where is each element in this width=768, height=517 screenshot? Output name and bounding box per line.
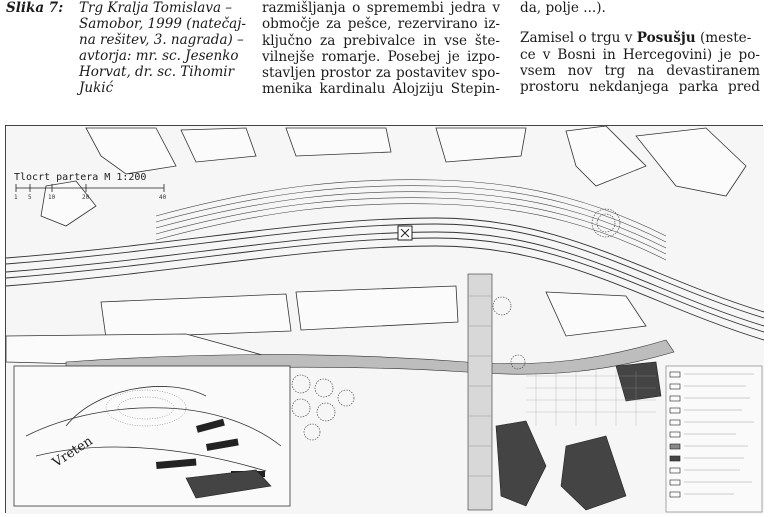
text-line: menika kardinalu Alojziju Stepin- [262, 81, 500, 98]
place-name-bold: Posušju [636, 30, 696, 47]
text-fragment: Zamisel o trgu v [520, 30, 637, 47]
figure-caption: Slika 7: Trg Kralja Tomislava – Samobor,… [6, 0, 246, 100]
caption-line: Horvat, dr. sc. Tihomir [79, 64, 235, 80]
text-line: ce v Bosni in Hercegovini) je po- [520, 46, 760, 63]
site-plan-figure: Tlocrt partera M 1:200 1 5 10 20 40 Vret… [5, 125, 764, 514]
text-line: območje za pešce, rezervirano iz- [262, 16, 500, 33]
scale-tick-label: 40 [159, 194, 167, 201]
text-fragment: (meste- [695, 30, 752, 47]
figure-label: Slika 7: [6, 0, 64, 16]
text-line: prostoru nekdanjega parka pred [520, 79, 760, 96]
paragraph-gap [520, 16, 760, 30]
text-line: ključno za prebivalce in vse šte- [262, 32, 500, 49]
caption-line: avtorja: mr. sc. Jesenko [79, 48, 239, 64]
scale-tick-label: 1 [14, 194, 18, 201]
scale-tick-label: 20 [82, 194, 90, 201]
caption-line: Samobor, 1999 (natečaj- [79, 16, 246, 32]
text-line: vilnejše romarje. Posebej je izpo- [262, 48, 500, 65]
site-plan-drawing [6, 126, 764, 514]
caption-line: Trg Kralja Tomislava – [79, 0, 233, 16]
caption-line: Jukić [79, 80, 114, 96]
scale-tick-label: 10 [48, 194, 56, 201]
text-line: vsem nov trg na devastiranem [520, 62, 760, 79]
text-line: razmišljanja o spremembi jedra v [262, 0, 500, 16]
scale-tick-label: 5 [28, 194, 32, 201]
body-column-middle: razmišljanja o spremembi jedra v območje… [262, 0, 500, 98]
plan-title: Tlocrt partera M 1:200 [14, 172, 147, 183]
body-column-right: da, polje ...). Zamisel o trgu v Posušju… [520, 0, 760, 95]
caption-line: na rešitev, 3. nagrada) – [79, 32, 244, 48]
text-line: Zamisel o trgu v Posušju (meste- [520, 30, 760, 46]
text-line: da, polje ...). [520, 0, 606, 16]
text-line: stavljen prostor za postavitev spo- [262, 65, 500, 82]
